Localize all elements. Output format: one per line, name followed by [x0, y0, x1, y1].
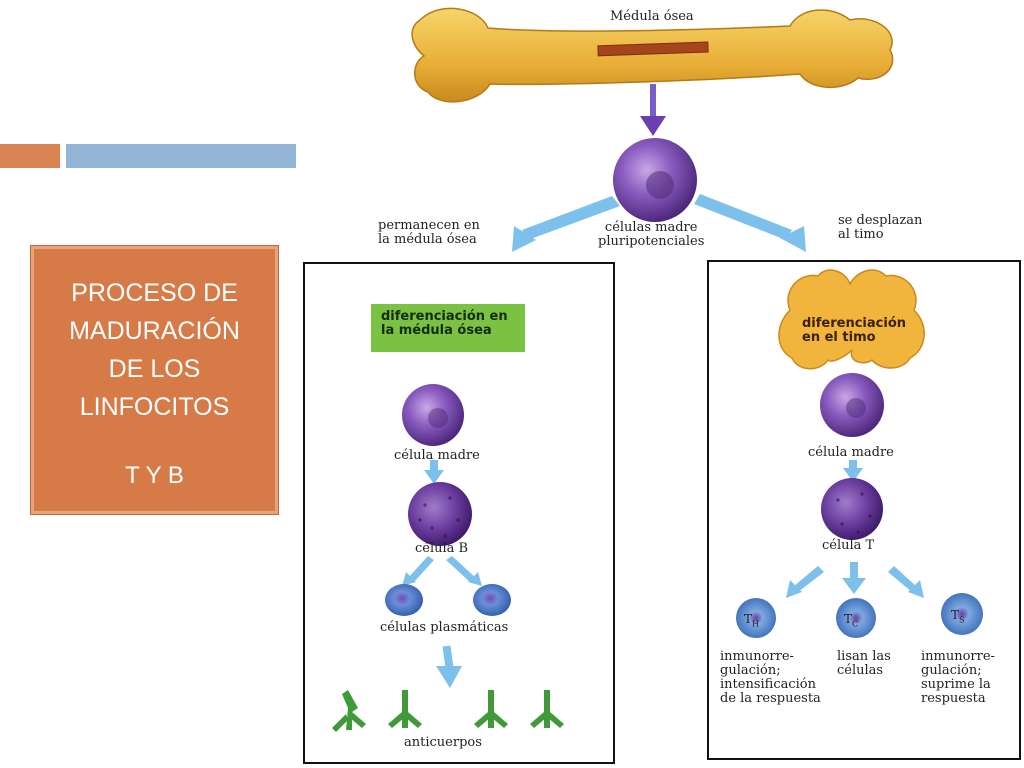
desc-line: lisan las	[837, 649, 891, 664]
left-arrow-label-line: la médula ósea	[378, 232, 477, 247]
plasma-cell	[473, 584, 511, 616]
th-label: TH	[744, 612, 759, 631]
t-cell	[821, 478, 883, 540]
right-arrow-label-line: se desplazan	[838, 213, 923, 228]
arrow-bone-to-stem	[640, 84, 666, 136]
b-cell	[408, 482, 472, 546]
slide-title: PROCESO DE MADURACIÓN DE LOS LINFOCITOS	[31, 274, 278, 426]
antibody-icon	[474, 690, 508, 728]
thymus-differentiation-label: diferenciación en el timo	[802, 317, 906, 345]
accent-bar-blue	[66, 144, 296, 168]
tc-label: TC	[844, 612, 858, 631]
desc-line: gulación;	[921, 663, 982, 678]
arrows-to-t-subtypes	[786, 562, 924, 598]
title-line: PROCESO DE	[71, 279, 238, 307]
right-arrow-label: se desplazan al timo	[838, 214, 922, 242]
ts-description: inmunorre- gulación; suprime la respuest…	[921, 650, 995, 706]
stage-line: la médula ósea	[381, 323, 492, 338]
title-line: DE LOS	[108, 355, 201, 383]
b-stem-label: célula madre	[394, 448, 480, 463]
t-stem-cell	[820, 373, 884, 437]
desc-line: intensificación	[720, 677, 816, 692]
stage-line: diferenciación	[802, 316, 906, 331]
desc-line: suprime la	[921, 677, 991, 692]
stem-label-line: células madre	[604, 220, 698, 235]
stem-label-line: pluripotenciales	[598, 234, 705, 249]
slide-subtitle: T Y B	[125, 462, 184, 489]
th-cell	[736, 598, 776, 638]
t-stem-label: célula madre	[808, 445, 894, 460]
bone-marrow-label: Médula ósea	[610, 9, 694, 24]
tc-cell	[836, 598, 876, 638]
ts-cell	[941, 593, 983, 635]
t-cell-label: célula T	[822, 538, 875, 553]
tc-letter: T	[844, 612, 853, 626]
th-sub: H	[752, 619, 759, 629]
accent-bar-orange	[0, 144, 60, 168]
arrows-to-plasma	[402, 556, 482, 586]
tc-sub: C	[852, 619, 859, 629]
desc-line: inmunorre-	[921, 649, 995, 664]
arrow-to-thymus	[694, 194, 806, 252]
desc-line: inmunorre-	[720, 649, 794, 664]
antibody-icon	[530, 690, 564, 728]
stage-line: diferenciación en	[381, 309, 508, 324]
left-arrow-label: permanecen en la médula ósea	[378, 219, 480, 247]
th-letter: T	[744, 612, 753, 626]
right-arrow-label-line: al timo	[838, 227, 884, 242]
stem-label: células madre pluripotenciales	[598, 221, 704, 249]
ts-letter: T	[951, 608, 960, 622]
plasma-cells-label: células plasmáticas	[380, 620, 509, 635]
bone-illustration	[411, 7, 894, 103]
left-arrow-label-line: permanecen en	[378, 218, 480, 233]
desc-line: células	[837, 663, 884, 678]
desc-line: respuesta	[921, 691, 986, 706]
plasma-cell	[385, 584, 423, 616]
ts-label: TS	[951, 608, 965, 627]
tc-description: lisan las células	[837, 650, 891, 678]
thymus-illustration	[778, 269, 925, 370]
arrow-to-bone-marrow	[512, 196, 620, 252]
antibodies-label: anticuerpos	[404, 735, 482, 750]
antibody-icon	[332, 690, 366, 732]
b-stem-cell	[402, 384, 464, 446]
bone-marrow-differentiation-label: diferenciación en la médula ósea	[371, 304, 525, 352]
title-line: LINFOCITOS	[79, 393, 230, 421]
th-description: inmunorre- gulación; intensificación de …	[720, 650, 821, 706]
title-box: PROCESO DE MADURACIÓN DE LOS LINFOCITOS …	[30, 245, 279, 515]
arrow-to-antibodies	[436, 645, 462, 688]
antibody-icon	[388, 690, 422, 728]
title-line: MADURACIÓN	[69, 317, 240, 345]
desc-line: de la respuesta	[720, 691, 821, 706]
ts-sub: S	[959, 615, 965, 625]
stage-line: en el timo	[802, 330, 876, 345]
b-cell-label: célula B	[415, 541, 469, 556]
desc-line: gulación;	[720, 663, 781, 678]
